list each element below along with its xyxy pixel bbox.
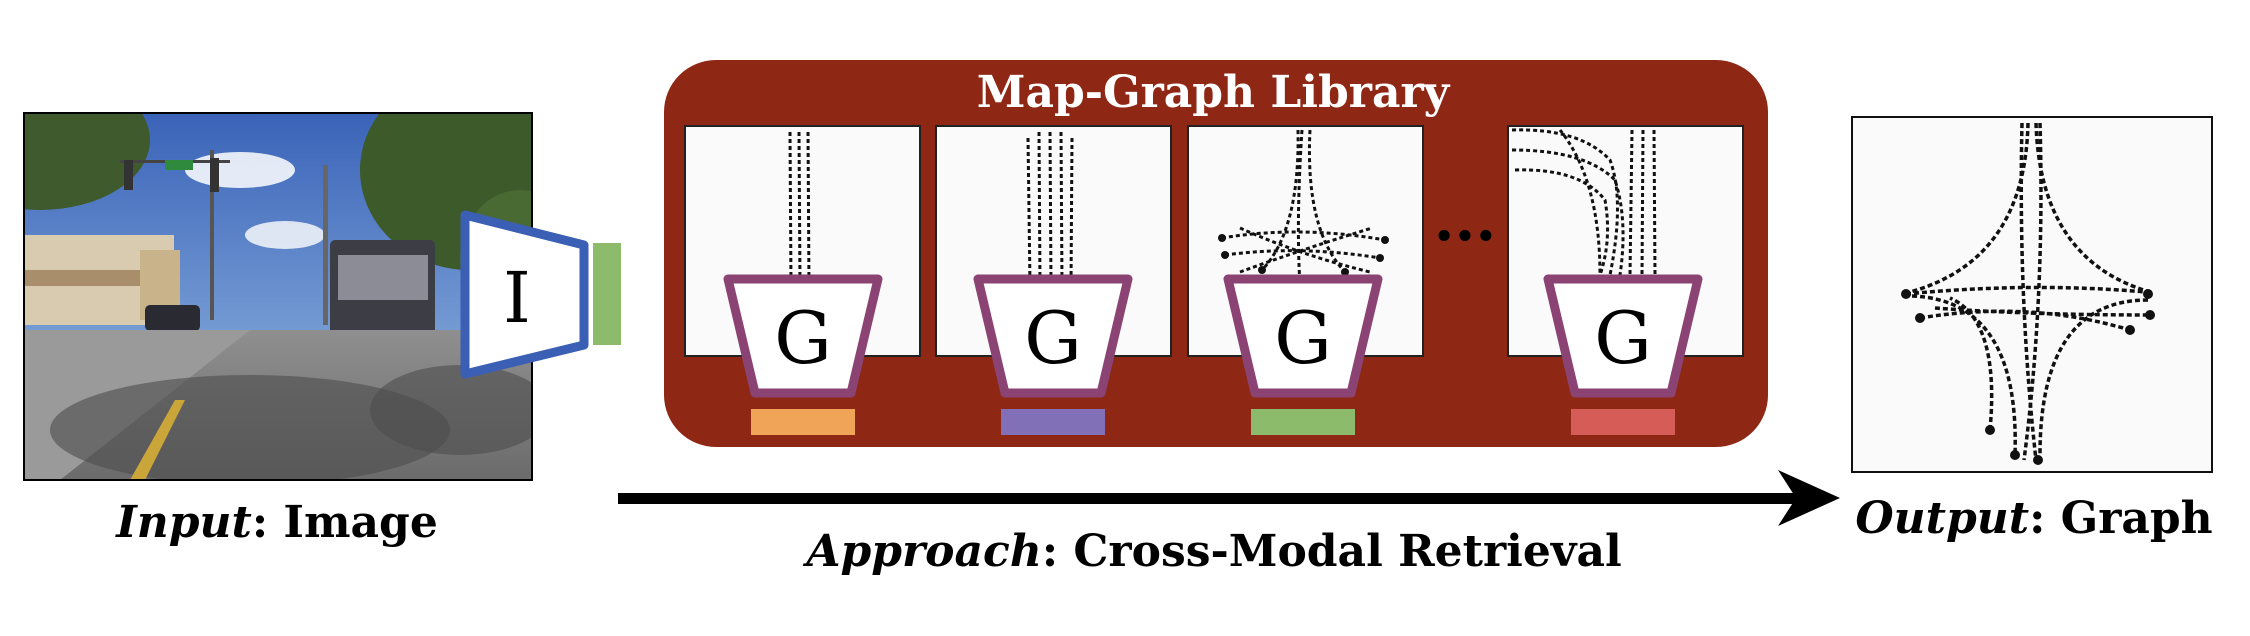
- graph-encoder-4: G: [1543, 274, 1703, 398]
- approach-label: Approach: Cross-Modal Retrieval: [802, 526, 1621, 577]
- graph-embedding-2: [1001, 409, 1105, 435]
- graph-encoder-2: G: [973, 274, 1133, 398]
- input-label-rest: : Image: [252, 497, 438, 548]
- image-embedding: [593, 243, 621, 345]
- output-label-rest: : Graph: [2029, 493, 2213, 544]
- output-graph-edges: [1905, 122, 2151, 461]
- input-label-italic: Input: [114, 497, 252, 548]
- graph-encoder-trapezoid: [973, 274, 1133, 398]
- graph-encoder-letter: G: [774, 296, 832, 380]
- library-title: Map-Graph Library: [977, 67, 1451, 118]
- library-ellipsis: ...: [1434, 185, 1497, 255]
- input-label: Input: Image: [114, 497, 438, 548]
- graph-encoder-trapezoid: [1543, 274, 1703, 398]
- image-encoder-letter: I: [503, 257, 531, 339]
- graph-embedding-4: [1571, 409, 1675, 435]
- graph-encoder-trapezoid: [723, 274, 883, 398]
- graph-encoder-letter: G: [1594, 296, 1652, 380]
- output-graph-nodes: [1901, 289, 2155, 465]
- approach-label-rest: : Cross-Modal Retrieval: [1042, 526, 1622, 577]
- graph-encoder-letter: G: [1024, 296, 1082, 380]
- graph-lanes: [1511, 128, 1657, 276]
- graph-embedding-1: [751, 409, 855, 435]
- graph-encoder-1: G: [723, 274, 883, 398]
- output-label: Output: Graph: [1855, 493, 2212, 544]
- image-encoder-trapezoid: [460, 210, 589, 379]
- library-embeddings: [751, 409, 1675, 435]
- graph-embedding-3: [1251, 409, 1355, 435]
- graph-encoder-3: G: [1223, 274, 1383, 398]
- graph-nodes: [1218, 234, 1389, 276]
- graph-lanes: [788, 131, 811, 286]
- graph-lanes: [1026, 131, 1074, 286]
- graph-encoder-letter: G: [1274, 296, 1332, 380]
- approach-label-italic: Approach: [802, 526, 1042, 577]
- output-label-italic: Output: [1855, 493, 2029, 544]
- graph-intersection: [1221, 129, 1386, 286]
- graph-encoder-trapezoid: [1223, 274, 1383, 398]
- image-encoder: I: [460, 210, 589, 379]
- output-graph: [1851, 116, 2213, 473]
- approach-arrow: [618, 470, 1840, 526]
